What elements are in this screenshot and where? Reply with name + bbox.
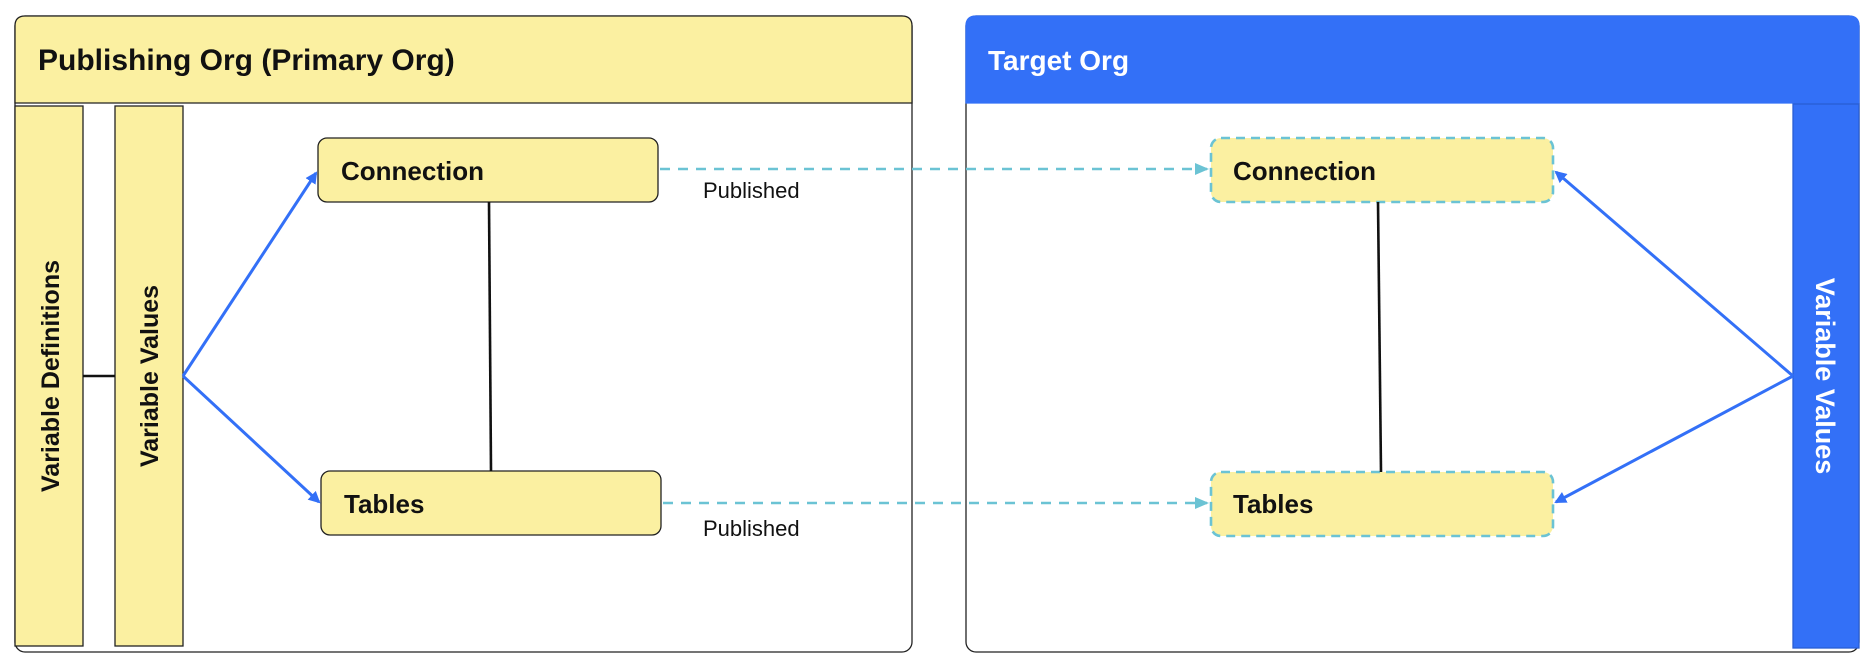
variable-values-label-target: Variable Values [1810, 278, 1840, 475]
publishing-connection-label: Connection [341, 156, 484, 186]
target-org-title: Target Org [988, 45, 1129, 76]
publishing-org-panel: Publishing Org (Primary Org) Variable De… [14, 15, 913, 653]
target-tables-node[interactable] [1209, 470, 1555, 538]
target-org-border [965, 15, 1860, 653]
variable-definitions-bar [14, 105, 84, 647]
publishing-connection-node[interactable] [317, 137, 659, 203]
values-to-tables-arrow [181, 374, 321, 504]
target-org-header [965, 15, 1860, 104]
target-values-to-connection-arrow [1554, 170, 1794, 378]
values-to-connection-arrow [181, 171, 318, 377]
target-values-to-tables-arrow [1554, 374, 1794, 504]
target-connection-label: Connection [1233, 156, 1376, 186]
variable-values-bar-target [1792, 103, 1860, 649]
variable-definitions-label: Variable Definitions [37, 260, 65, 492]
publishing-connection-tables-line [487, 201, 493, 472]
target-tables-label: Tables [1233, 489, 1313, 519]
target-org-panel: Target Org Variable Values Connection Ta… [965, 15, 1860, 653]
publishing-org-title: Publishing Org (Primary Org) [38, 44, 455, 77]
target-connection-node[interactable] [1209, 136, 1555, 204]
published-tables-label: Published [703, 516, 800, 541]
publishing-tables-label: Tables [344, 489, 424, 519]
variable-values-label-publishing: Variable Values [136, 285, 164, 467]
published-connection-label: Published [703, 178, 800, 203]
publishing-org-header [14, 15, 913, 104]
target-connection-tables-line [1376, 201, 1383, 473]
